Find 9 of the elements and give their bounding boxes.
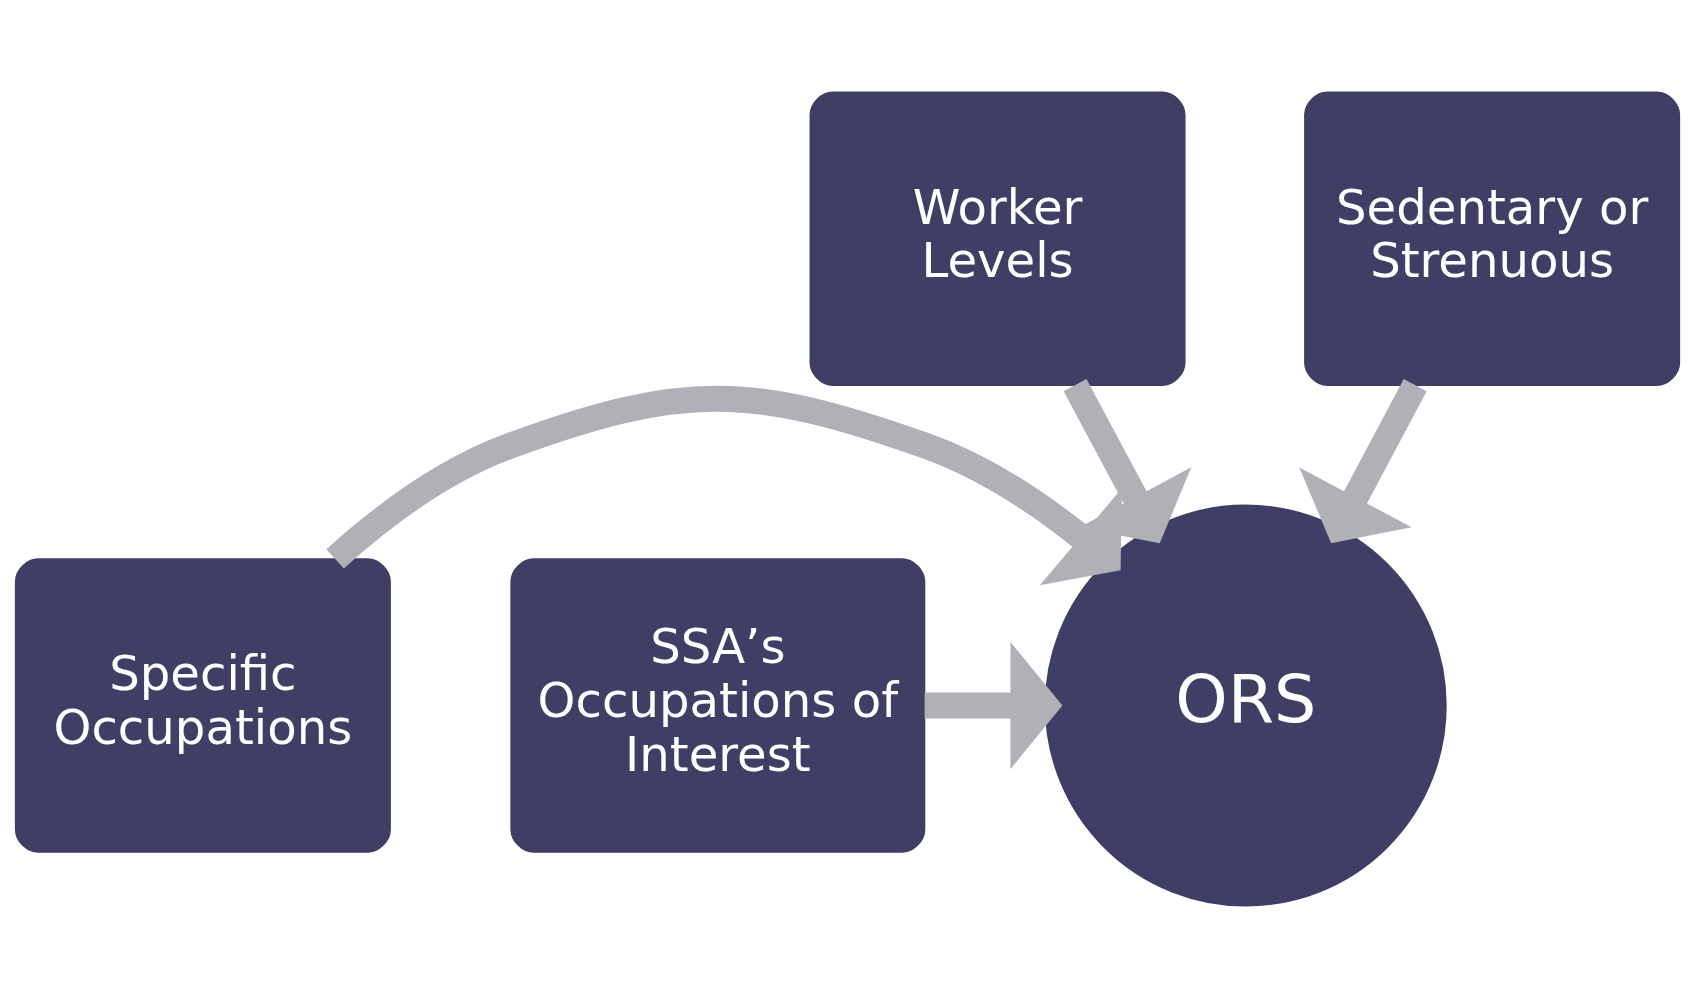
arrow — [326, 385, 1123, 585]
node-box: Specific Occupations — [14, 557, 391, 853]
arrow — [924, 641, 1063, 769]
node-circle: ORS — [1044, 504, 1447, 906]
arrow — [1299, 378, 1427, 543]
arrow — [1063, 378, 1192, 543]
node-box: SSA’s Occupations of Interest — [510, 557, 926, 853]
node-box: Worker Levels — [809, 91, 1186, 386]
node-box: Sedentary or Strenuous — [1304, 91, 1681, 386]
